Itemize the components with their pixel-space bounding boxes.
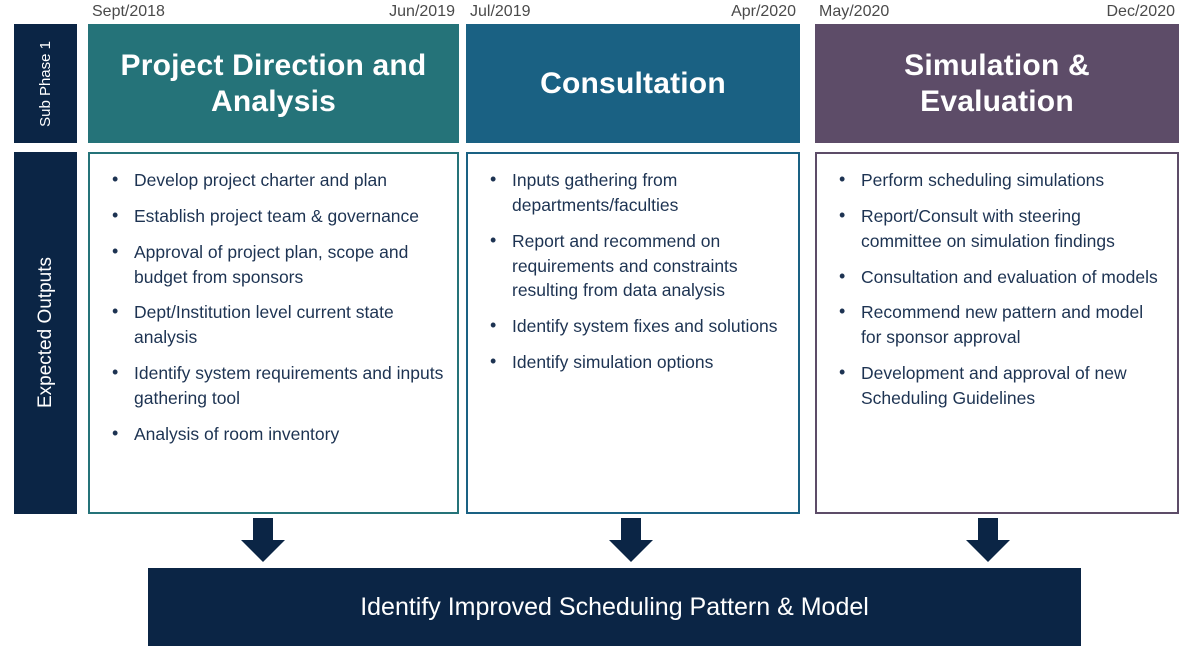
arrow-shaft	[621, 518, 641, 542]
arrow-shaft	[253, 518, 273, 542]
date-end-phase-1: Jun/2019	[389, 3, 455, 20]
phase-header-2[interactable]: Consultation	[466, 24, 800, 143]
arrow-head	[241, 540, 285, 562]
outcome-banner-label: Identify Improved Scheduling Pattern & M…	[360, 593, 869, 621]
output-list-item: Consultation and evaluation of models	[831, 264, 1165, 290]
outputs-box-phase-1: Develop project charter and planEstablis…	[88, 152, 459, 514]
sub-phase-label-text: Sub Phase 1	[37, 40, 54, 127]
output-list-item: Report/Consult with steering committee o…	[831, 203, 1165, 254]
output-list-item: Report and recommend on requirements and…	[482, 228, 786, 304]
output-list-item: Development and approval of new Scheduli…	[831, 360, 1165, 411]
date-end-phase-3: Dec/2020	[1106, 3, 1176, 20]
phase-title-3: Simulation & Evaluation	[904, 49, 1090, 118]
output-list-item: Identify system requirements and inputs …	[104, 360, 445, 411]
date-rail-phase-1: Sept/2018 Jun/2019	[88, 0, 459, 24]
arrow-head	[609, 540, 653, 562]
output-list-item: Approval of project plan, scope and budg…	[104, 239, 445, 290]
phase-title-2: Consultation	[540, 66, 726, 100]
outcome-banner: Identify Improved Scheduling Pattern & M…	[148, 568, 1081, 646]
output-list-item: Inputs gathering from departments/facult…	[482, 167, 786, 218]
outputs-list-phase-3: Perform scheduling simulationsReport/Con…	[831, 167, 1165, 411]
output-list-item: Develop project charter and plan	[104, 167, 445, 193]
phase-header-3[interactable]: Simulation & Evaluation	[815, 24, 1179, 143]
date-end-phase-2: Apr/2020	[731, 3, 796, 20]
date-start-phase-3: May/2020	[819, 3, 890, 20]
down-arrow-icon-phase-2	[609, 518, 653, 562]
output-list-item: Identify system fixes and solutions	[482, 313, 786, 339]
expected-outputs-label-chip: Expected Outputs	[14, 152, 77, 514]
date-start-phase-2: Jul/2019	[470, 3, 531, 20]
output-list-item: Establish project team & governance	[104, 203, 445, 229]
output-list-item: Recommend new pattern and model for spon…	[831, 299, 1165, 350]
phase-header-1[interactable]: Project Direction and Analysis	[88, 24, 459, 143]
output-list-item: Perform scheduling simulations	[831, 167, 1165, 193]
output-list-item: Dept/Institution level current state ana…	[104, 299, 445, 350]
phase-title-1: Project Direction and Analysis	[120, 49, 427, 118]
down-arrow-icon-phase-3	[966, 518, 1010, 562]
outputs-box-phase-3: Perform scheduling simulationsReport/Con…	[815, 152, 1179, 514]
arrow-shaft	[978, 518, 998, 542]
arrow-head	[966, 540, 1010, 562]
output-list-item: Analysis of room inventory	[104, 421, 445, 447]
outputs-list-phase-2: Inputs gathering from departments/facult…	[482, 167, 786, 375]
outputs-list-phase-1: Develop project charter and planEstablis…	[104, 167, 445, 447]
date-start-phase-1: Sept/2018	[92, 3, 165, 20]
sub-phase-label-chip: Sub Phase 1	[14, 24, 77, 143]
output-list-item: Identify simulation options	[482, 349, 786, 375]
date-rail-phase-2: Jul/2019 Apr/2020	[466, 0, 800, 24]
down-arrow-icon-phase-1	[241, 518, 285, 562]
outputs-box-phase-2: Inputs gathering from departments/facult…	[466, 152, 800, 514]
date-rail-phase-3: May/2020 Dec/2020	[815, 0, 1179, 24]
expected-outputs-label-text: Expected Outputs	[34, 257, 56, 409]
